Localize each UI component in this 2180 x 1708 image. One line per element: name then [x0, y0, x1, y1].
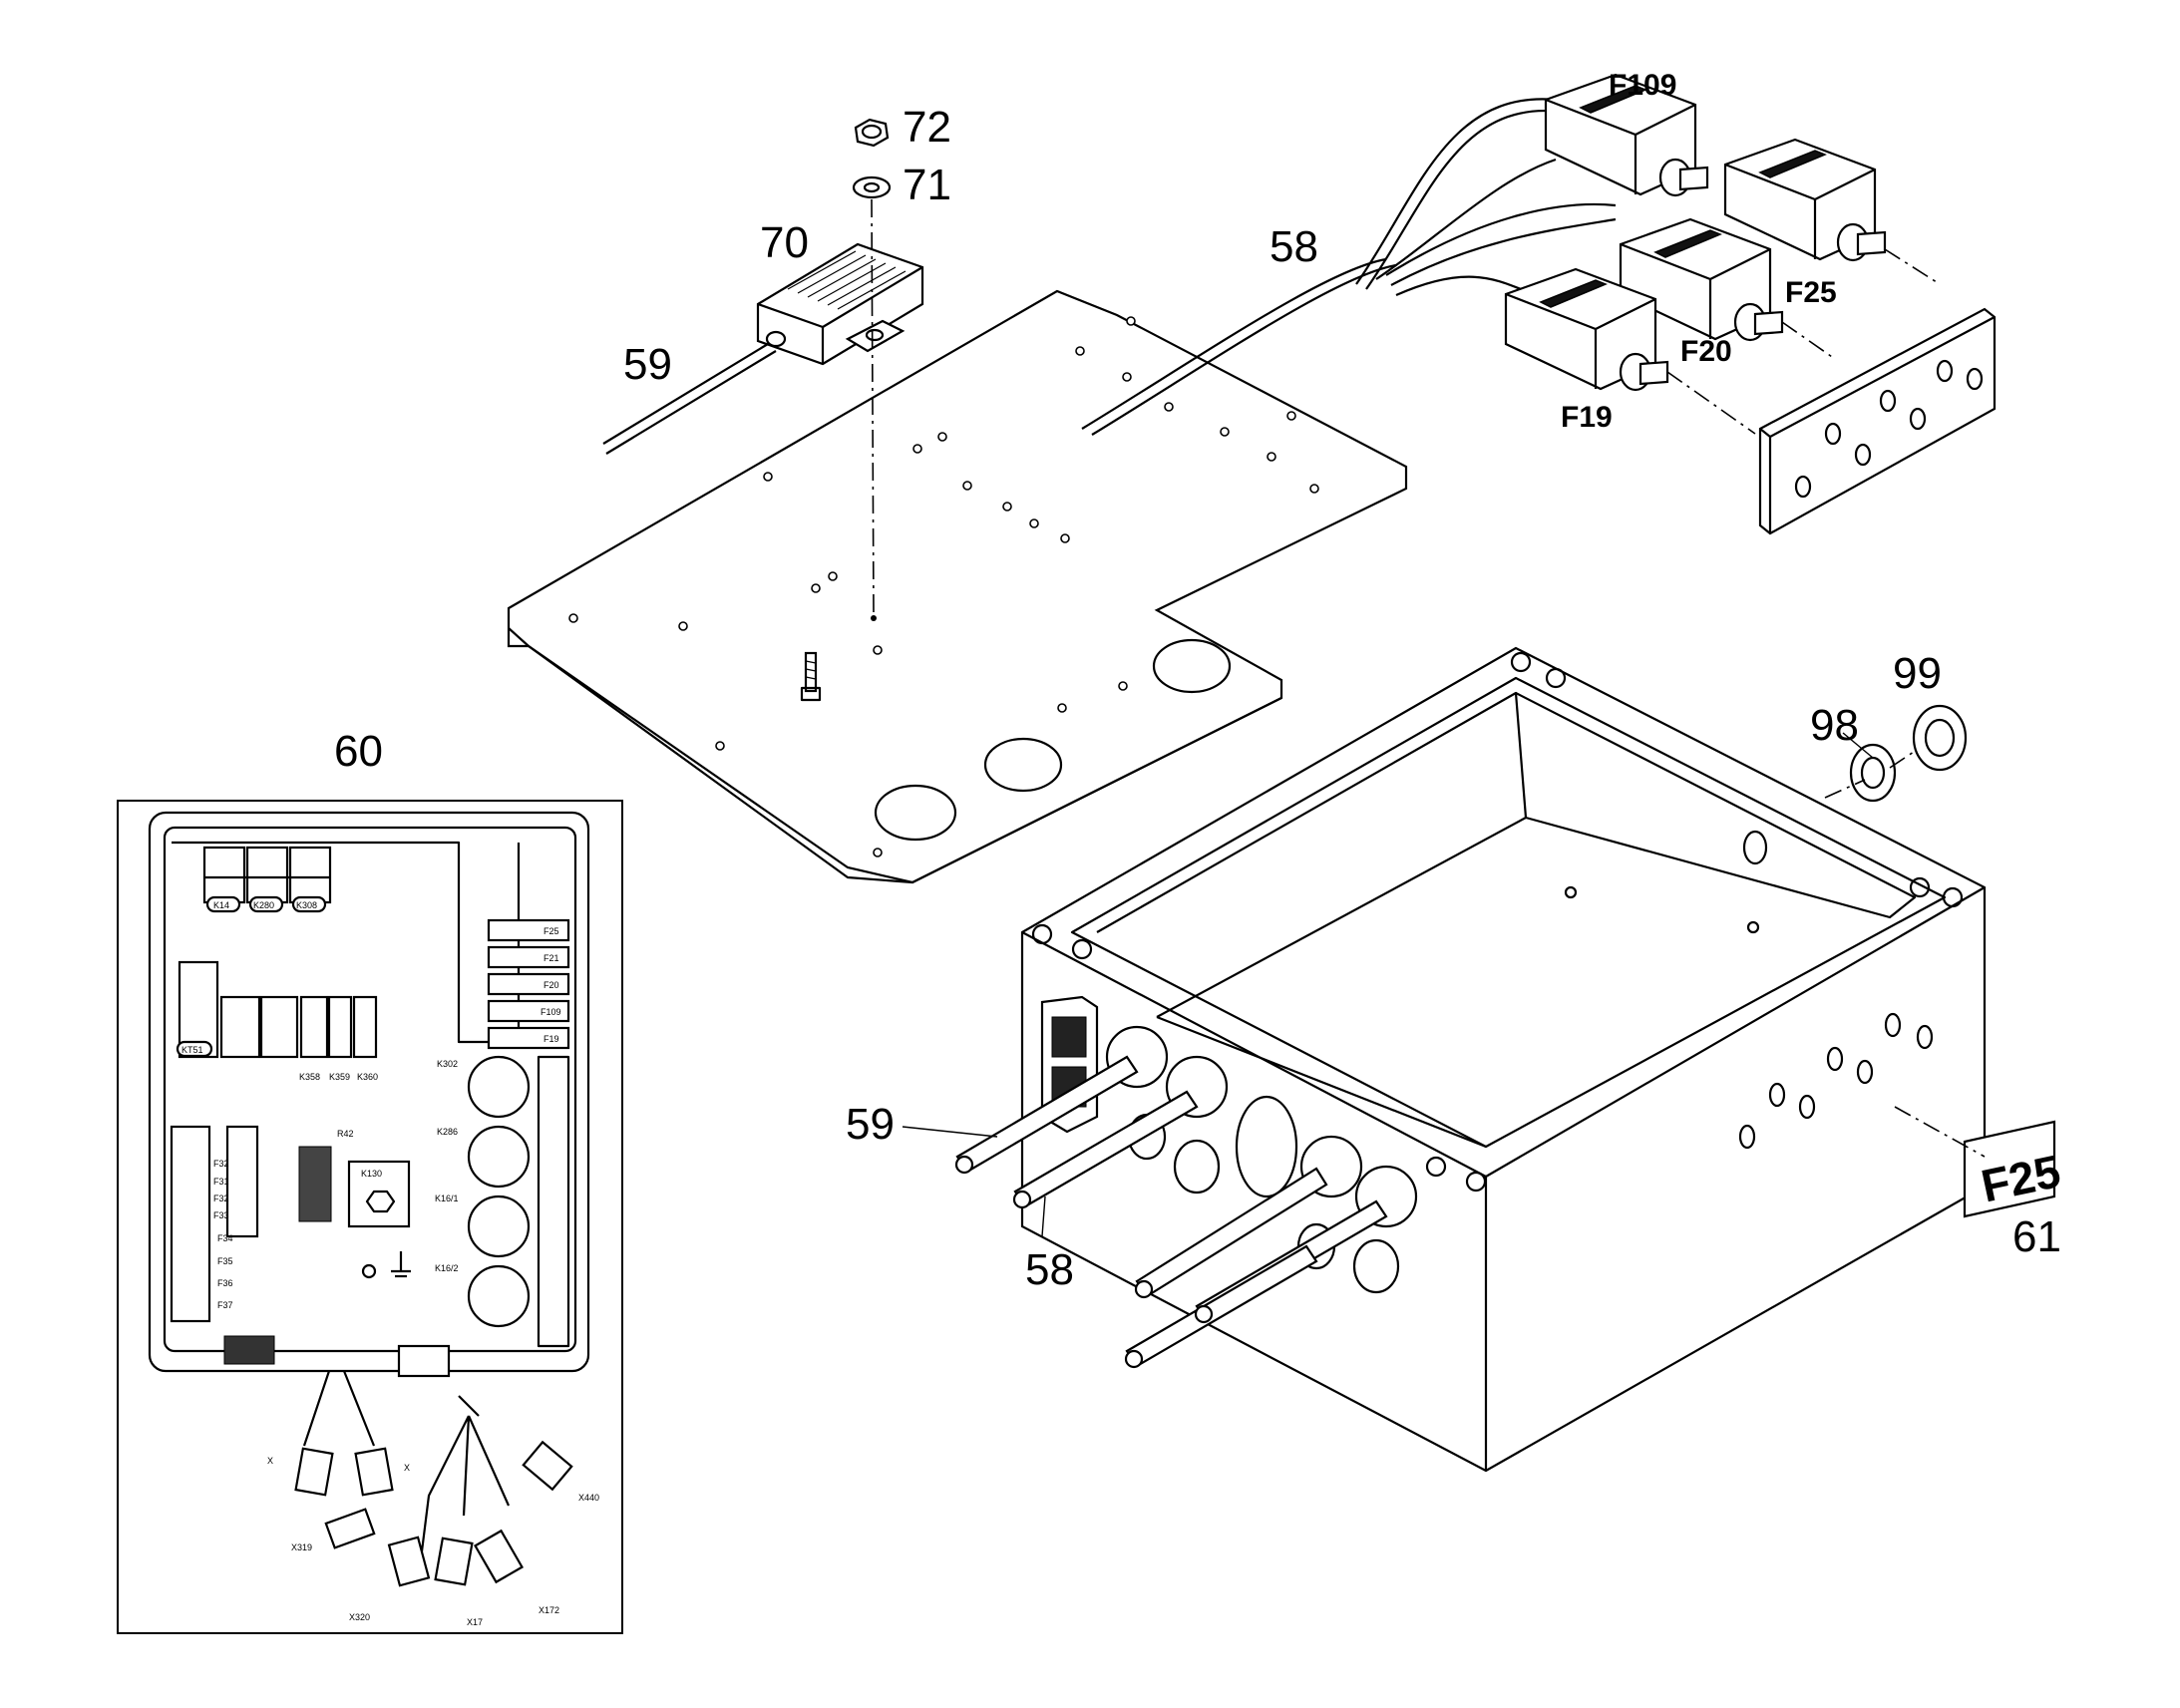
- svg-text:F19: F19: [544, 1034, 559, 1044]
- svg-text:K16/1: K16/1: [435, 1194, 459, 1203]
- svg-text:K358: K358: [299, 1072, 320, 1082]
- label-f109: F109: [1609, 69, 1676, 102]
- svg-text:K16/2: K16/2: [435, 1263, 459, 1273]
- callout-59-top: 59: [623, 340, 672, 389]
- svg-text:K302: K302: [437, 1059, 458, 1069]
- svg-text:F34: F34: [217, 1233, 233, 1243]
- fuse-holder-f109: [1544, 73, 1709, 197]
- svg-text:K14: K14: [213, 900, 229, 910]
- svg-text:X: X: [404, 1463, 410, 1473]
- svg-text:K359: K359: [329, 1072, 350, 1082]
- svg-text:F109: F109: [541, 1007, 561, 1017]
- svg-text:X17: X17: [467, 1617, 483, 1627]
- fuse-holder-f20: [1619, 217, 1784, 342]
- callout-59-box: 59: [846, 1100, 895, 1149]
- callout-numbers: 72 71 70 59 58 60 98 99 59 58 61: [334, 103, 2061, 1294]
- svg-text:F36: F36: [217, 1278, 233, 1288]
- leader-lines: [902, 732, 1874, 1237]
- label-f19: F19: [1561, 401, 1613, 434]
- svg-text:F21: F21: [544, 953, 559, 963]
- plate-holes: [568, 316, 1319, 857]
- svg-text:F25: F25: [544, 926, 559, 936]
- svg-text:X319: X319: [291, 1542, 312, 1552]
- svg-text:F20: F20: [544, 980, 559, 990]
- washer-71: [852, 175, 892, 199]
- fuse-holder-f25: [1723, 138, 1887, 262]
- svg-text:X: X: [267, 1456, 273, 1466]
- svg-text:X172: X172: [539, 1605, 559, 1615]
- svg-text:F35: F35: [217, 1256, 233, 1266]
- svg-text:K360: K360: [357, 1072, 378, 1082]
- callout-71: 71: [903, 161, 951, 209]
- svg-text:X440: X440: [578, 1493, 599, 1503]
- nut-98: [1849, 743, 1897, 803]
- wire-harness-58: [1081, 98, 1617, 436]
- fuse-holder-f19: [1504, 267, 1669, 392]
- svg-text:F37: F37: [217, 1300, 233, 1310]
- label-f20: F20: [1680, 335, 1732, 368]
- svg-text:F31: F31: [213, 1177, 229, 1187]
- callout-70: 70: [760, 218, 809, 267]
- callout-61: 61: [2012, 1212, 2061, 1261]
- svg-text:F32: F32: [213, 1194, 229, 1203]
- svg-text:R42: R42: [337, 1129, 354, 1139]
- plate-screw: [800, 651, 822, 702]
- callout-72: 72: [903, 103, 951, 152]
- fuse-holders-panel: F25 F21 F20 F109 F19: [487, 918, 570, 1050]
- callout-58-top: 58: [1270, 222, 1318, 271]
- callout-99: 99: [1893, 649, 1942, 698]
- svg-text:F33: F33: [213, 1210, 229, 1220]
- svg-text:F32: F32: [213, 1159, 229, 1169]
- label-f25: F25: [1785, 276, 1837, 309]
- bottom-connectors: X X X319 X320 X17 X172 X440: [223, 1335, 599, 1627]
- round-relays: K302 K286 K16/1 K16/2: [435, 1055, 570, 1348]
- left-fuse-strip: F32 F31 F32 F33 F34 F35 F36 F37: [170, 1125, 259, 1323]
- resistor-70: [602, 242, 924, 455]
- callout-98: 98: [1810, 701, 1859, 750]
- bushing-99: [1912, 704, 1968, 772]
- svg-text:K286: K286: [437, 1127, 458, 1137]
- enclosure-box: [954, 646, 1987, 1473]
- center-components: R42 K130: [298, 1129, 411, 1279]
- relay-labels-top: K14 K280 K308: [205, 895, 327, 913]
- mounting-plate: [507, 289, 1408, 884]
- callout-60: 60: [334, 727, 383, 776]
- svg-text:K308: K308: [296, 900, 317, 910]
- relays-top: [202, 846, 332, 904]
- callout-58-box: 58: [1025, 1245, 1074, 1294]
- nut-72: [854, 118, 890, 148]
- fuse-labels: F109 F25 F20 F19: [1561, 69, 1837, 434]
- svg-text:KT51: KT51: [182, 1045, 203, 1055]
- relays-mid: KT51 K358 K359 K360: [176, 960, 378, 1082]
- svg-text:K130: K130: [361, 1169, 382, 1179]
- svg-text:X320: X320: [349, 1612, 370, 1622]
- svg-text:K280: K280: [253, 900, 274, 910]
- control-panel-60-inset: K14 K280 K308 KT51 K358 K359 K360 F25: [117, 800, 623, 1634]
- fuse-bracket: [1758, 307, 1997, 535]
- box-side-holes: [1738, 1012, 1934, 1150]
